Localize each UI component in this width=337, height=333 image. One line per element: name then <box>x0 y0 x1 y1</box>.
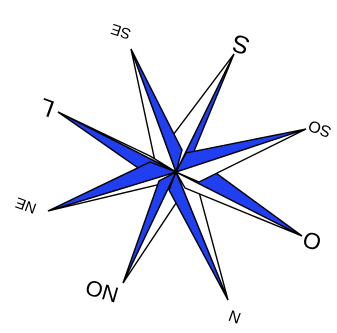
label-s: S <box>229 28 253 60</box>
label-no: NO <box>83 274 122 307</box>
center-point <box>174 170 178 174</box>
label-l: L <box>36 92 58 122</box>
label-ne: NE <box>13 193 38 216</box>
label-n: N <box>227 306 244 326</box>
label-o: O <box>300 226 325 256</box>
label-so: SO <box>306 116 334 140</box>
label-se: SE <box>109 20 133 42</box>
